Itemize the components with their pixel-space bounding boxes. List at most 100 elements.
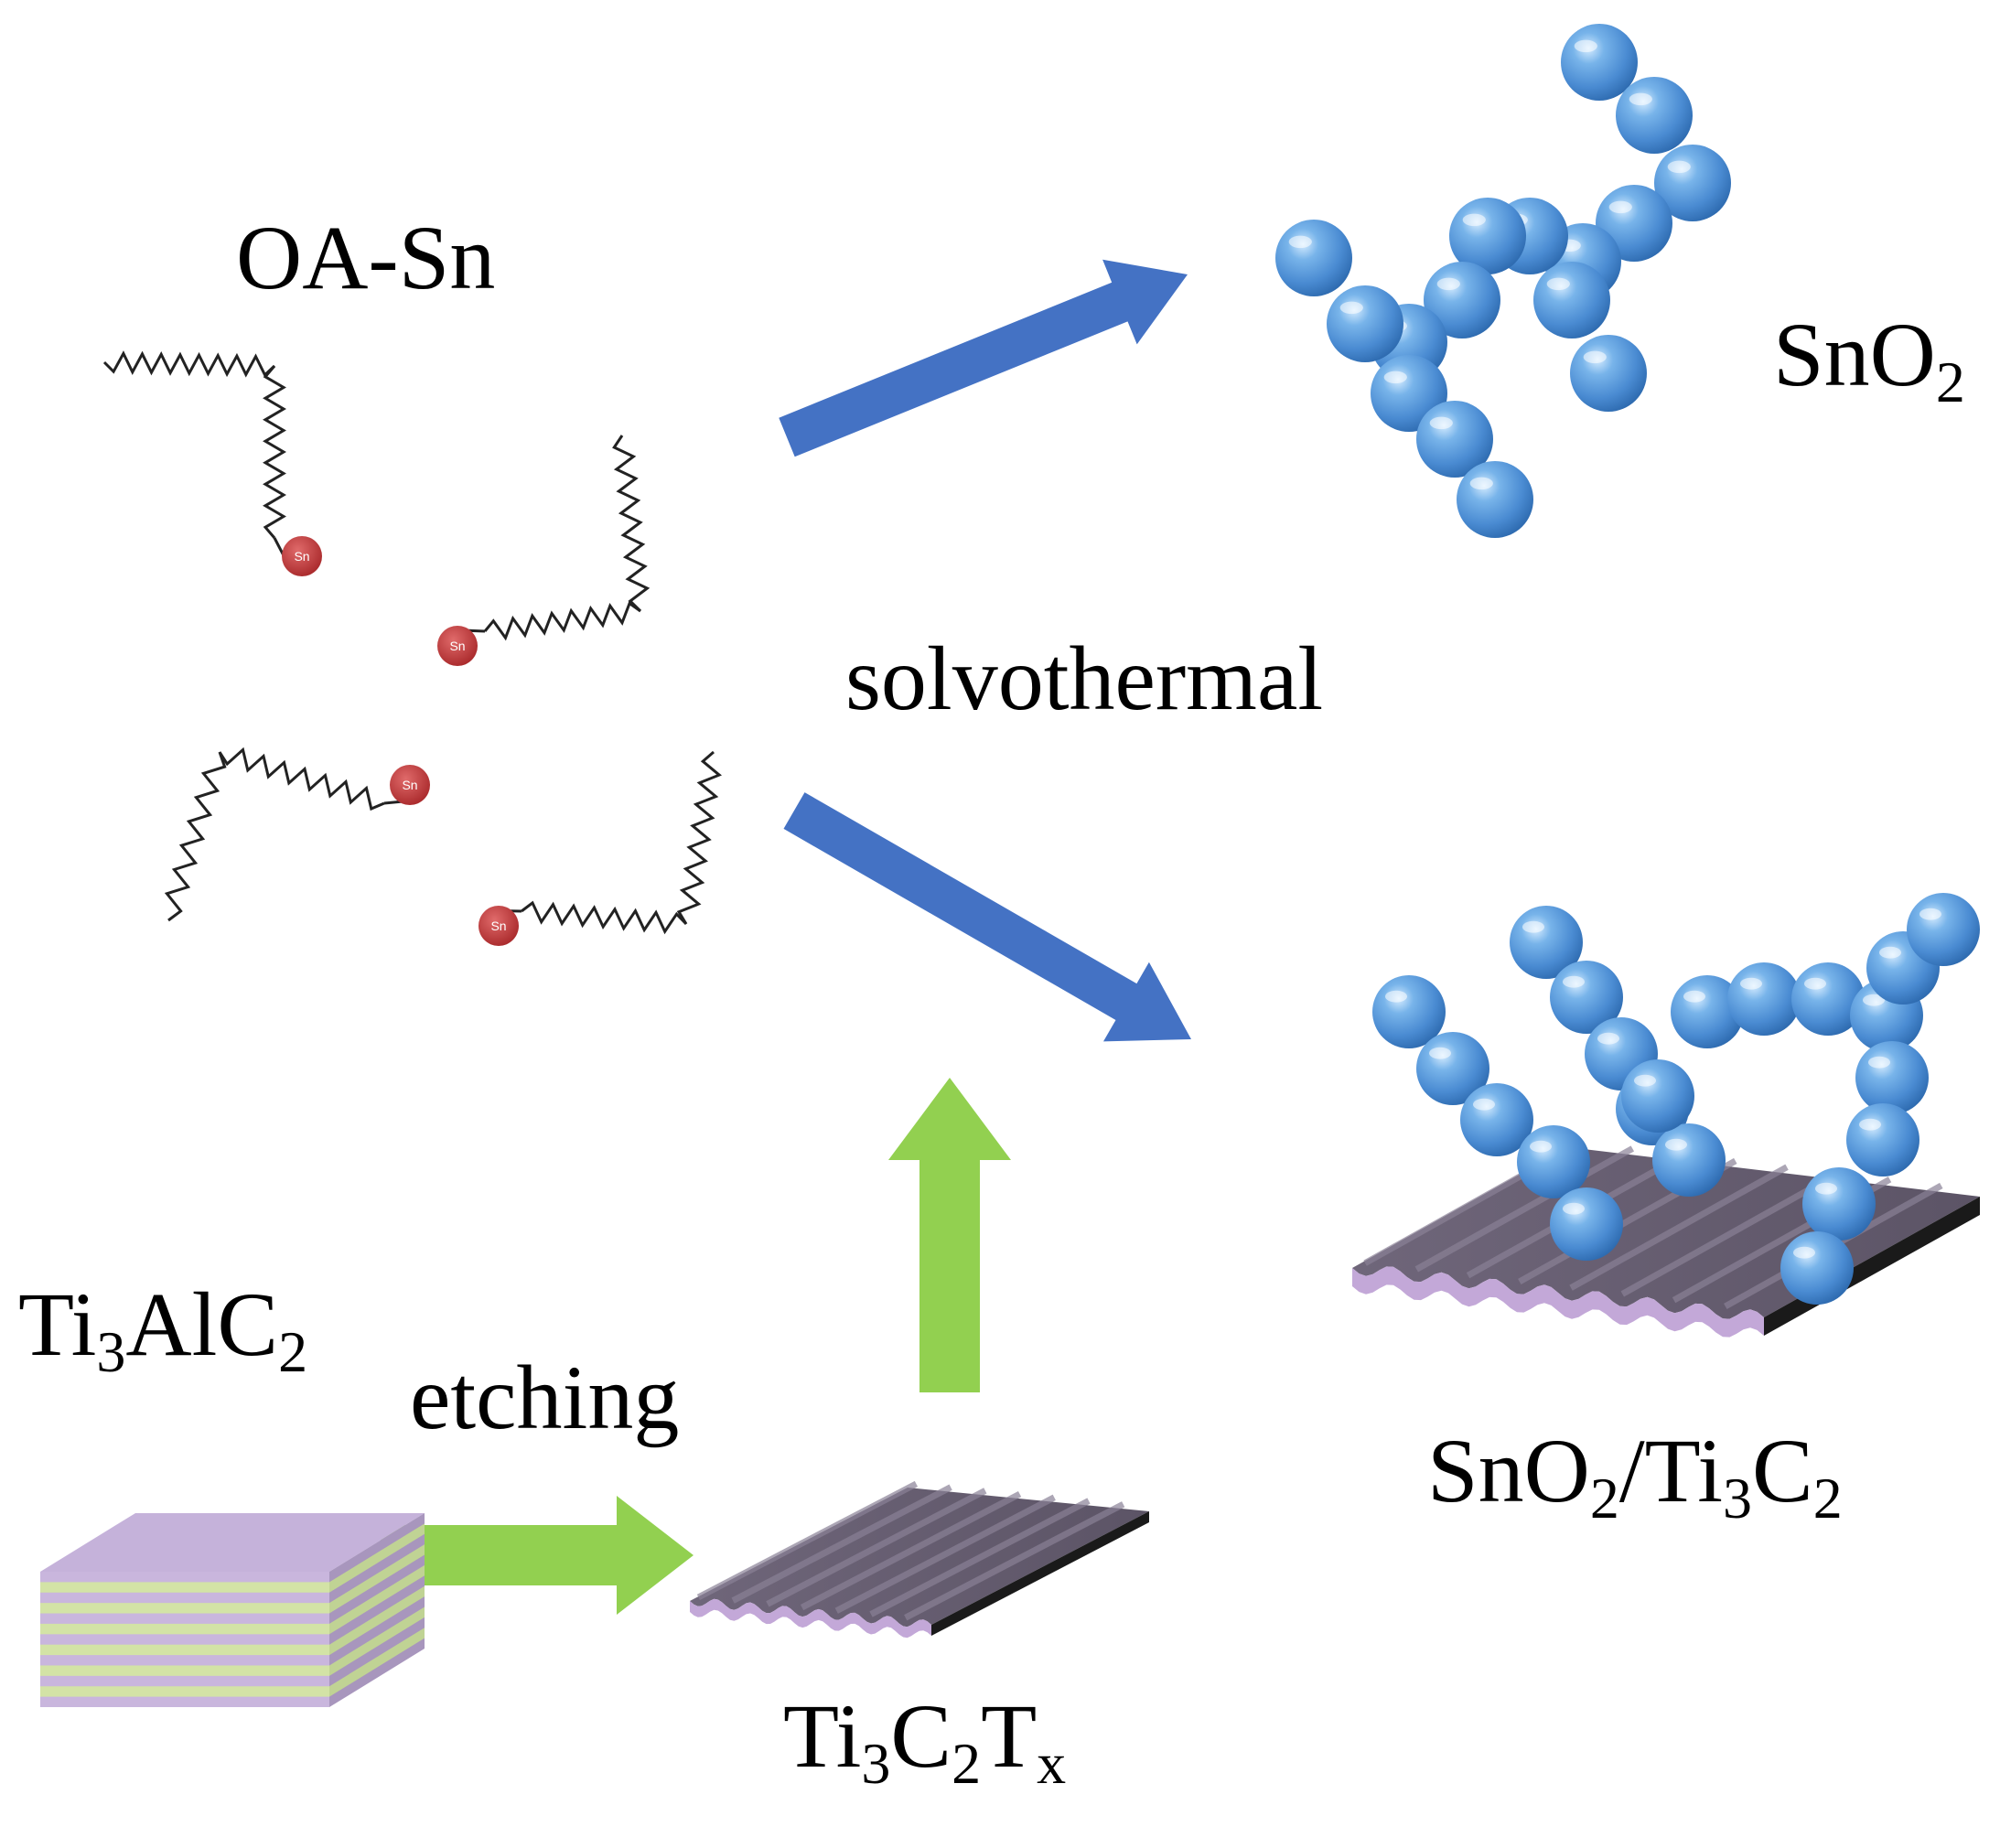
mxene-to-composite-arrow (888, 1078, 1011, 1392)
mxene-ridge (904, 1501, 1125, 1621)
sn-atom (282, 536, 322, 576)
sn-atom (478, 906, 519, 946)
block-layer-front (40, 1686, 329, 1697)
sphere-highlight (1868, 1056, 1890, 1069)
mxene-ridge (731, 1484, 952, 1604)
block-front-face (40, 1572, 329, 1707)
oleate-chain (612, 435, 651, 613)
oleate-chain (521, 900, 688, 935)
sn-atom (390, 765, 430, 805)
layered-block-icon (40, 1513, 425, 1707)
mxene-ridge (766, 1488, 987, 1607)
sphere-highlight (1563, 975, 1585, 988)
sphere-highlight (1608, 200, 1632, 214)
sno2-sphere (1327, 285, 1403, 362)
mxene-top-surface (690, 1488, 1149, 1628)
sno2-sphere (1780, 1231, 1854, 1305)
ti3alc2-label: Ti3AlC2 (18, 1279, 307, 1381)
sno2-sphere-icon (1372, 893, 1980, 1305)
sphere-highlight (1385, 990, 1407, 1003)
block-layer-side (329, 1628, 425, 1697)
oleate-chain (483, 601, 641, 641)
sphere-highlight (1469, 477, 1493, 490)
sphere-highlight (1522, 920, 1544, 933)
sphere-highlight (1563, 1202, 1585, 1215)
oa-sn-label: OA-Sn (236, 207, 496, 308)
sphere-highlight (1597, 1032, 1619, 1045)
ti3c2tx-label: Ti3C2Tx (783, 1691, 1066, 1793)
sno2-sphere (1846, 1103, 1919, 1176)
sno2-sphere (1550, 1187, 1623, 1261)
sno2-sphere (1727, 962, 1801, 1036)
block-top-face (40, 1513, 425, 1572)
composite-s3: 2 (1812, 1465, 1843, 1531)
etching-label: etching (410, 1347, 680, 1448)
block-layer-front (40, 1603, 329, 1614)
sphere-highlight (1429, 416, 1453, 430)
sn-atom-label: Sn (490, 919, 506, 933)
sno2-sphere (1907, 893, 1980, 966)
sno2-sphere (1621, 1059, 1694, 1133)
solvothermal-label: solvothermal (845, 628, 1324, 729)
block-layer-front (40, 1644, 329, 1656)
block-layer-front (40, 1582, 329, 1593)
sphere-highlight (1339, 301, 1363, 315)
composite-s2: 3 (1722, 1465, 1752, 1531)
mxene-ridge (869, 1498, 1091, 1617)
mxene-front-side (690, 1598, 931, 1638)
composite-s1: 2 (1589, 1465, 1619, 1531)
ti3c2tx-p2: C (890, 1685, 952, 1787)
block-layer-side (329, 1523, 425, 1593)
sphere-highlight (1793, 1246, 1815, 1259)
sphere-highlight (1863, 994, 1885, 1006)
sphere-highlight (1429, 1047, 1451, 1059)
oleate-chain (102, 350, 276, 378)
sphere-highlight (1804, 977, 1826, 990)
oleate-chain (263, 365, 286, 539)
oleate-chain (676, 750, 722, 925)
oleate-chain (164, 751, 227, 922)
sphere-highlight (1815, 1182, 1837, 1195)
solvothermal-arrow-to-sno2 (779, 259, 1188, 457)
ti3alc2-s2: 2 (278, 1318, 308, 1384)
ti3c2tx-s1: 3 (861, 1730, 891, 1796)
sno2-sphere (1802, 1167, 1876, 1241)
sphere-highlight (1473, 1098, 1495, 1111)
sphere-highlight (1462, 213, 1486, 227)
composite-p2: /Ti (1618, 1420, 1723, 1521)
block-layer-front (40, 1665, 329, 1676)
sphere-highlight (1546, 277, 1570, 291)
solvothermal-arrow-to-composite (783, 792, 1191, 1042)
composite-label: SnO2/Ti3C2 (1427, 1425, 1843, 1528)
sphere-highlight (1683, 990, 1705, 1003)
ti3alc2-s1: 3 (96, 1318, 126, 1384)
sphere-highlight (1667, 160, 1691, 174)
mxene-ridge (1414, 1145, 1635, 1273)
block-layer-side (329, 1585, 425, 1656)
sno2-sphere (1275, 220, 1352, 296)
mxene-ridge (1620, 1170, 1841, 1297)
oleate-chain (218, 747, 385, 811)
sno2-sphere (1652, 1123, 1726, 1197)
sno2-sphere-icon (1275, 24, 1731, 538)
sphere-highlight (1583, 350, 1607, 364)
sn-atom (437, 626, 478, 666)
block-layer-side (329, 1544, 425, 1614)
sphere-highlight (1574, 39, 1597, 53)
sno2-sphere (1457, 461, 1533, 538)
sphere-highlight (1665, 1138, 1687, 1151)
sphere-highlight (1740, 977, 1762, 990)
sn-atom-label: Sn (402, 778, 417, 792)
mxene-ridge (800, 1490, 1022, 1611)
mxene-front-side (1352, 1266, 1764, 1338)
composite-p3: C (1751, 1420, 1813, 1521)
ti3c2tx-p3: T (981, 1685, 1038, 1787)
mxene-ridge (834, 1494, 1056, 1614)
ti3c2tx-p1: Ti (783, 1685, 862, 1787)
sno2-sphere (1517, 1125, 1590, 1198)
ti3alc2-p2: AlC (125, 1273, 279, 1375)
sno2-sphere (1616, 77, 1693, 154)
block-layer-side (329, 1606, 425, 1676)
